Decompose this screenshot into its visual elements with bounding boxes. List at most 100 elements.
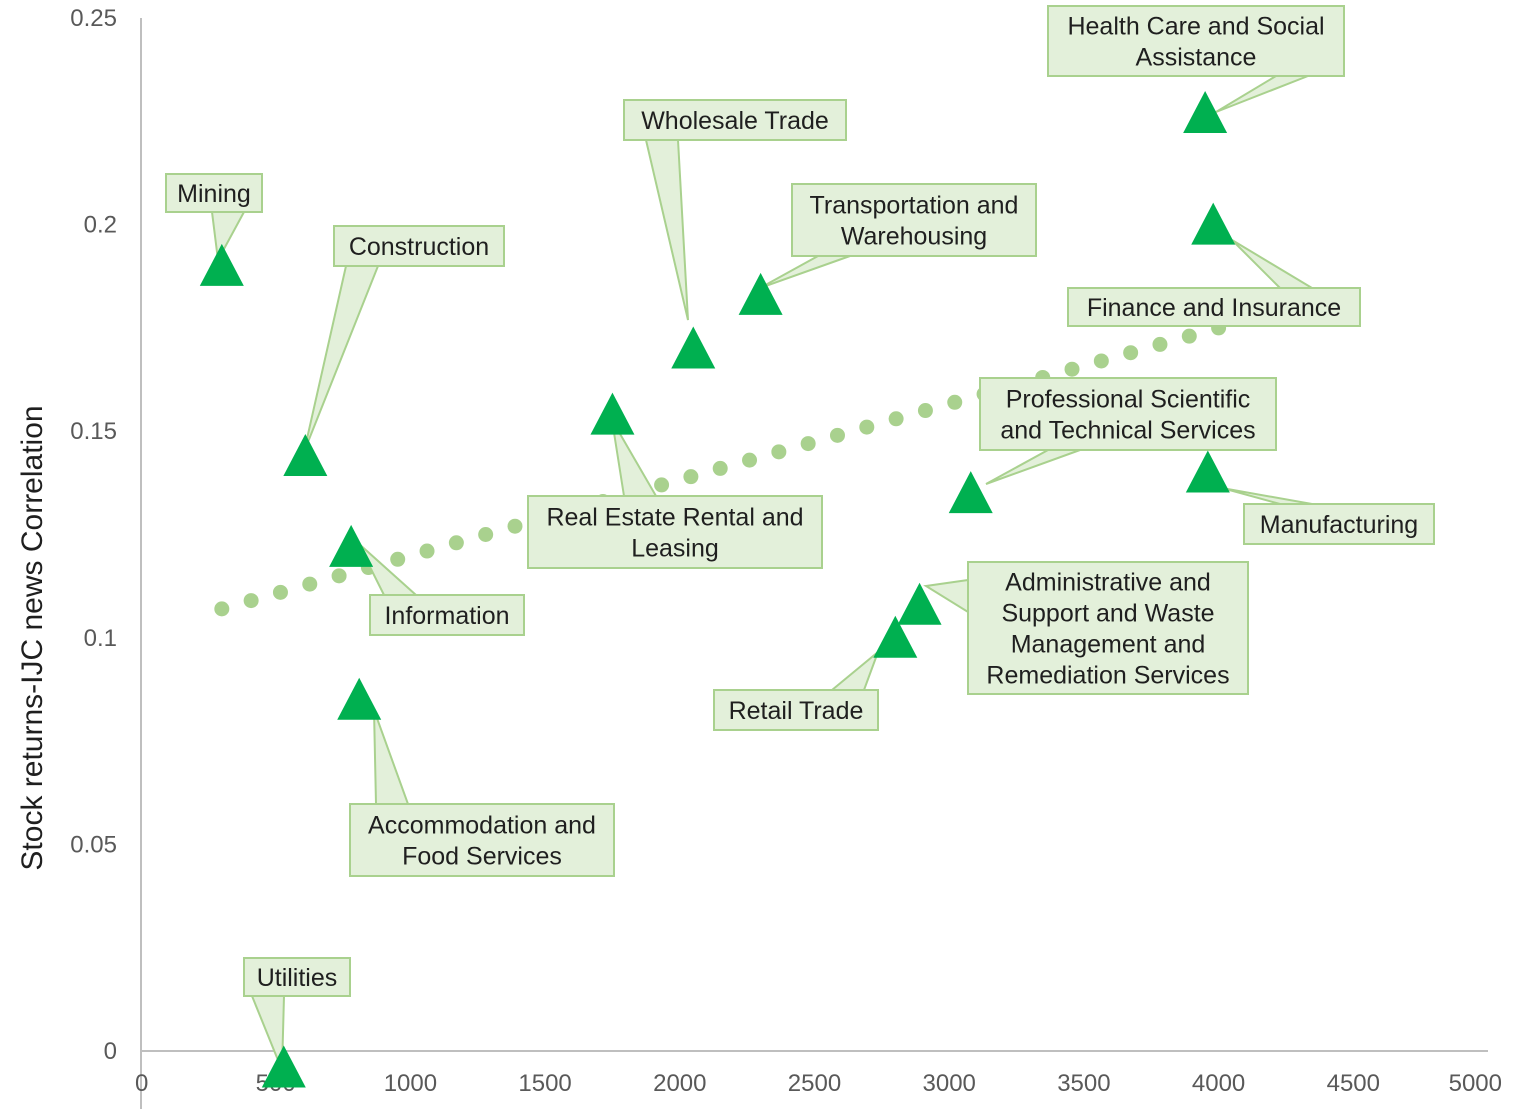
- trendline-dot: [947, 394, 963, 410]
- callout-tail: [985, 449, 1081, 485]
- data-point-utilities: [261, 1045, 306, 1088]
- callout-label: Transportation and: [810, 192, 1019, 220]
- callout-fill: [529, 497, 821, 567]
- callout-tail: [644, 139, 689, 321]
- data-point-information: [329, 524, 374, 567]
- callout-fill: [1069, 289, 1359, 325]
- y-tick-label: 0.1: [84, 625, 117, 652]
- trendline-dot: [683, 469, 699, 485]
- trendline-dot: [888, 411, 904, 427]
- data-point-real-estate-rental-and-leasing: [590, 392, 635, 435]
- trendline-dot: [1064, 361, 1080, 377]
- trendline-dot: [1181, 328, 1197, 344]
- callout-tail: [829, 648, 881, 691]
- callout-label: Finance and Insurance: [1087, 294, 1341, 322]
- data-point-manufacturing: [1185, 450, 1230, 493]
- callout-label: Accommodation and: [368, 812, 596, 840]
- y-tick-label: 0.15: [70, 418, 117, 445]
- trendline-dot: [917, 403, 933, 419]
- data-point-mining: [199, 243, 244, 286]
- callout-label: Food Services: [402, 843, 562, 871]
- callout-label: and Technical Services: [1000, 417, 1255, 445]
- callout-fill: [969, 563, 1247, 693]
- trendline-dot: [390, 551, 406, 567]
- callout-fill: [1245, 505, 1433, 543]
- callout-tail: [303, 265, 380, 453]
- callout-label: Management and: [1011, 631, 1206, 659]
- data-point-wholesale-trade: [671, 326, 716, 369]
- x-tick-label: 4500: [1327, 1070, 1380, 1097]
- callout-label: Manufacturing: [1260, 511, 1418, 539]
- data-point-construction: [283, 433, 328, 476]
- callout-tail: [210, 211, 246, 264]
- data-point-health-care-and-social-assistance: [1183, 91, 1228, 134]
- callout-information: Information: [357, 542, 525, 636]
- data-point-retail-trade: [873, 615, 918, 658]
- x-tick-label: 1000: [384, 1070, 437, 1097]
- x-tick-label: 3000: [923, 1070, 976, 1097]
- callout-tail: [759, 255, 851, 289]
- y-tick-label: 0.2: [84, 212, 117, 239]
- callout-fill: [793, 185, 1035, 255]
- callout-label: Retail Trade: [729, 697, 864, 725]
- data-point-transportation-and-warehousing: [738, 272, 783, 315]
- data-point-administrative-and-support-and-waste-management-and-remediation-services: [897, 582, 942, 625]
- y-tick-label: 0: [104, 1038, 117, 1065]
- callout-tail: [373, 709, 410, 805]
- callout-label: Leasing: [631, 535, 719, 563]
- x-tick-label: 0: [135, 1070, 148, 1097]
- trendline-dot: [272, 584, 288, 600]
- callout-label: Support and Waste: [1001, 600, 1214, 628]
- trendline-dot: [1123, 345, 1139, 361]
- callouts: MiningConstructionInformationAccommodati…: [165, 5, 1435, 1071]
- callout-finance-and-insurance: Finance and Insurance: [1067, 239, 1361, 327]
- callout-mining: Mining: [165, 173, 263, 264]
- callout-label: Construction: [349, 233, 489, 261]
- callout-construction: Construction: [303, 225, 505, 453]
- callout-fill: [245, 959, 349, 995]
- trendline-dot: [742, 452, 758, 468]
- x-tick-label: 2000: [653, 1070, 706, 1097]
- trendline-dot: [302, 576, 318, 592]
- callout-fill: [371, 596, 523, 634]
- callout-label: Utilities: [257, 964, 338, 992]
- x-tick-label: 4000: [1192, 1070, 1245, 1097]
- callout-label: Warehousing: [841, 223, 987, 251]
- trendline-dot: [859, 419, 875, 435]
- trendline-dot: [829, 427, 845, 443]
- trendline-dot: [331, 568, 347, 584]
- data-point-accommodation-and-food-services: [337, 677, 382, 720]
- callout-wholesale-trade: Wholesale Trade: [623, 99, 847, 321]
- callout-label: Professional Scientific: [1006, 386, 1251, 414]
- callout-label: Health Care and Social: [1067, 13, 1324, 41]
- x-tick-label: 2500: [788, 1070, 841, 1097]
- trendline-dot: [771, 444, 787, 460]
- trendline-dot: [243, 593, 259, 609]
- callout-fill: [625, 101, 845, 139]
- x-tick-label: 3500: [1057, 1070, 1110, 1097]
- callout-fill: [351, 805, 613, 875]
- markers: [199, 91, 1236, 1088]
- callout-fill: [981, 379, 1275, 449]
- trendline-dot: [507, 518, 523, 534]
- y-tick-label: 0.05: [70, 831, 117, 858]
- callout-label: Information: [384, 602, 509, 630]
- callout-utilities: Utilities: [243, 957, 351, 1071]
- callout-fill: [715, 691, 877, 729]
- callout-fill: [167, 175, 261, 211]
- trendline-dot: [712, 460, 728, 476]
- y-tick-label: 0.25: [70, 5, 117, 32]
- callout-retail-trade: Retail Trade: [713, 648, 881, 731]
- x-tick-label: 1500: [518, 1070, 571, 1097]
- trendline-dot: [448, 535, 464, 551]
- trendline-dot: [654, 477, 670, 493]
- callout-label: Mining: [177, 180, 251, 208]
- callout-label: Wholesale Trade: [641, 107, 829, 135]
- callout-tail: [1231, 239, 1316, 289]
